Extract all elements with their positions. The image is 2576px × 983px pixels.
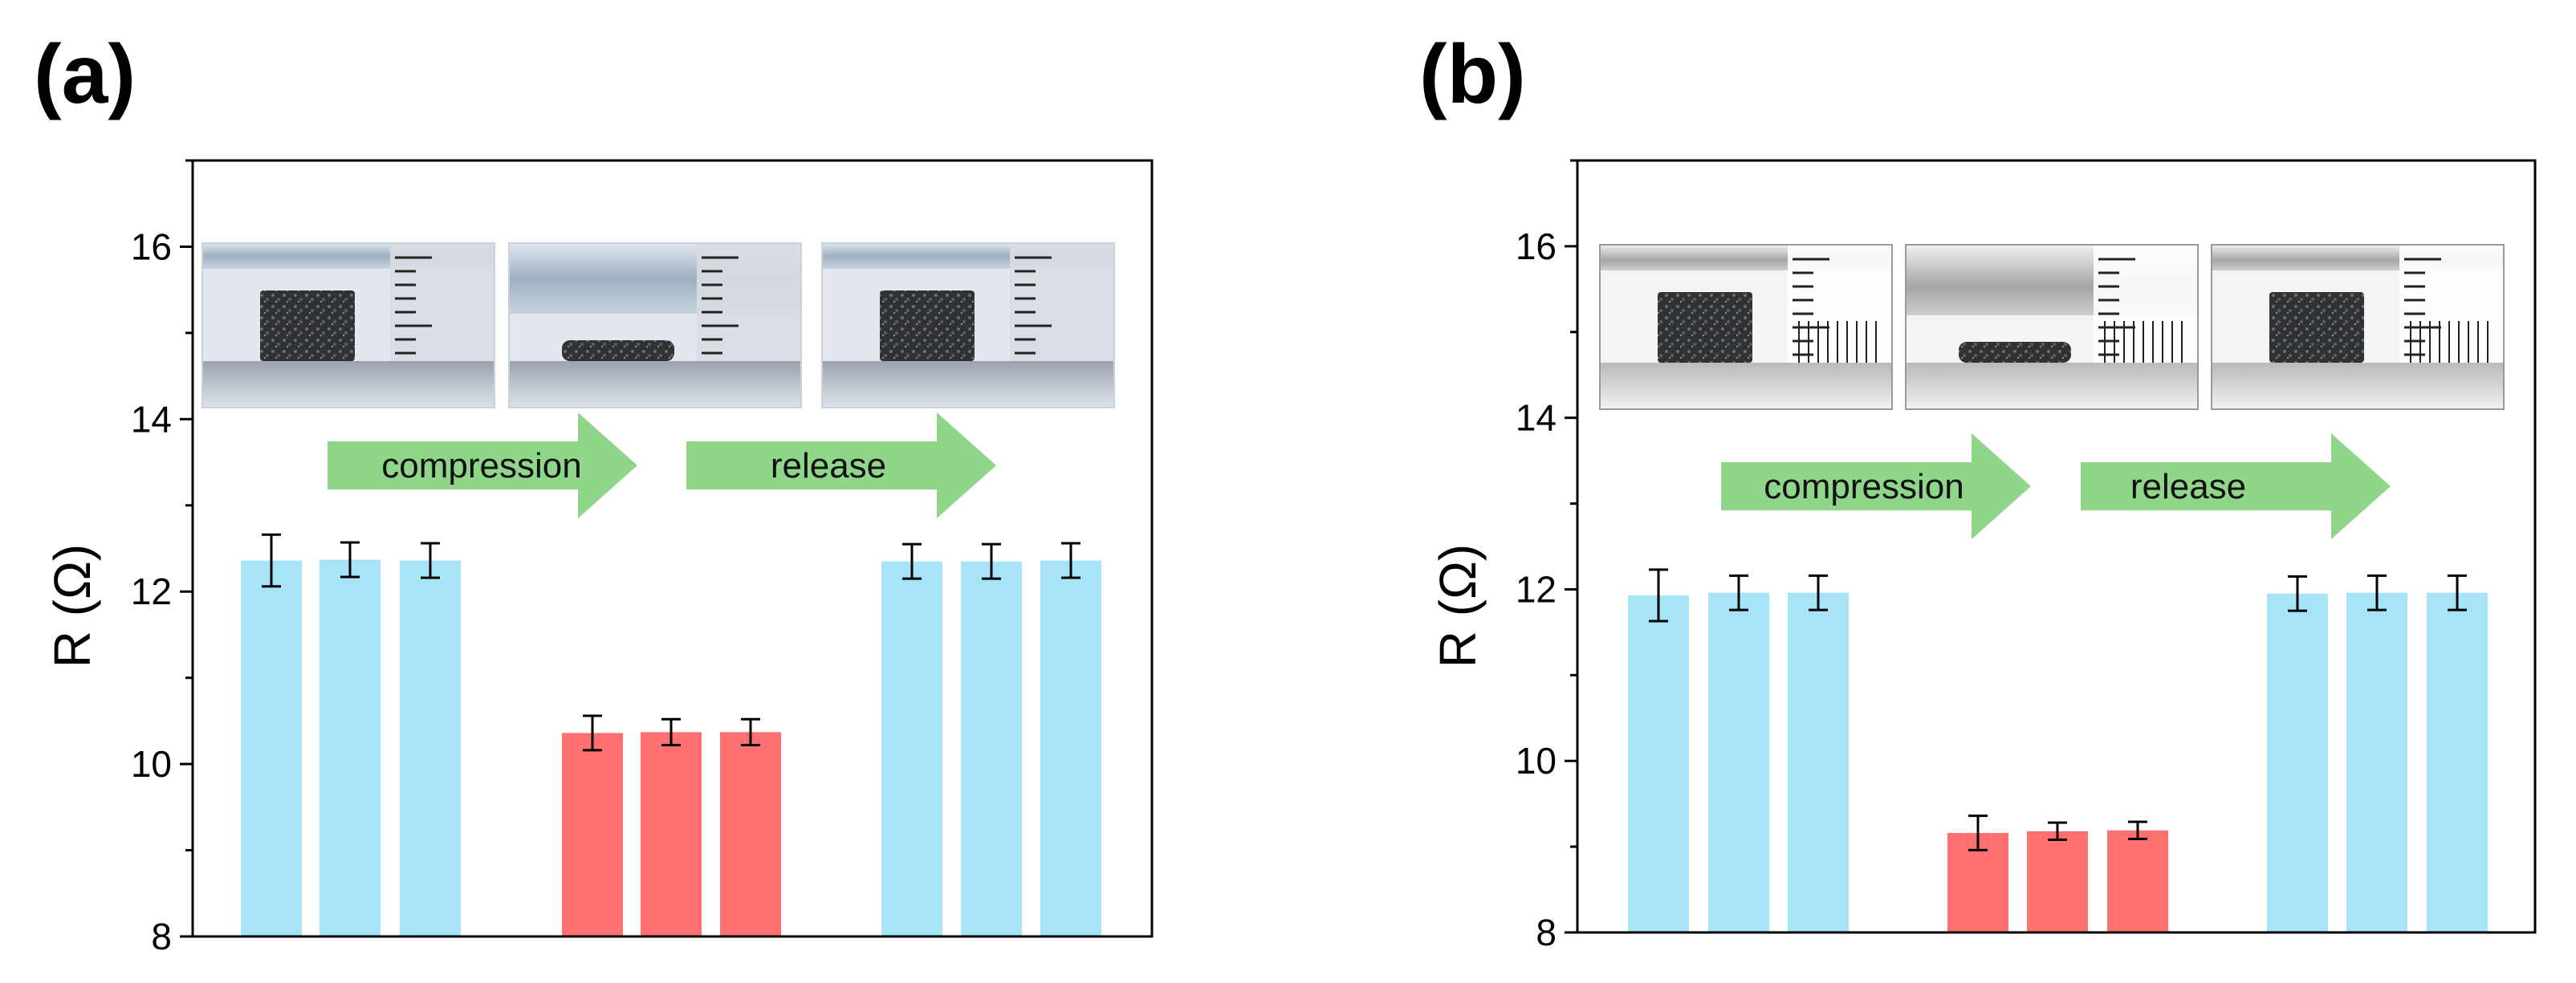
- photo-border: [508, 242, 802, 408]
- sample-photo: [201, 242, 495, 408]
- y-tick-label: 14: [131, 398, 172, 440]
- compressed-sample-photo: [508, 242, 802, 408]
- foam-sample: [562, 340, 674, 361]
- uncompressed-bar: [2427, 592, 2488, 932]
- uncompressed-bar: [1708, 592, 1769, 932]
- uncompressed-bar: [241, 560, 302, 936]
- y-tick-label: 10: [1516, 740, 1557, 782]
- uncompressed-bar: [319, 559, 380, 936]
- plot-frame: [1576, 159, 2537, 934]
- y-tick-label: 16: [131, 225, 172, 267]
- compressed-bar: [2027, 831, 2088, 932]
- panel-label: (b): [1419, 28, 1526, 121]
- uncompressed-bar: [400, 560, 461, 936]
- photo-border: [2211, 244, 2505, 410]
- uncompressed-bar: [961, 561, 1022, 936]
- photo-border: [201, 242, 495, 408]
- ruler: [2094, 245, 2198, 363]
- uncompressed-bar: [1628, 595, 1689, 932]
- release-label: release: [2130, 467, 2246, 506]
- compression-arrow: [1721, 433, 2031, 539]
- panel-label: (a): [34, 28, 136, 121]
- compressed-bar: [2107, 830, 2168, 932]
- sample-photo: [2211, 244, 2505, 410]
- y-axis-title: R (Ω): [1429, 544, 1487, 668]
- photo-floor: [1600, 363, 1892, 409]
- ruler: [697, 243, 801, 361]
- bars: [1628, 568, 2488, 932]
- uncompressed-bar: [1788, 592, 1849, 932]
- uncompressed-bar: [881, 561, 942, 936]
- y-tick-label: 10: [131, 743, 172, 785]
- photo-floor: [509, 361, 801, 408]
- compression-arrow: [328, 412, 637, 518]
- photo-floor: [2212, 363, 2504, 409]
- photo-border: [1599, 244, 1893, 410]
- sample-photo: [821, 242, 1115, 408]
- release-arrow: [2081, 433, 2391, 539]
- plot-frame: [191, 159, 1154, 938]
- compressed-bar: [641, 732, 702, 936]
- release-label: release: [771, 446, 886, 485]
- y-axis-ticks: 8 10 12 14 16: [1516, 159, 1577, 953]
- compressed-sample-photo: [1905, 244, 2199, 410]
- y-tick-label: 14: [1516, 397, 1557, 439]
- y-axis-ticks: 8 10 12 14 16: [131, 159, 193, 957]
- photo-border: [1905, 244, 2199, 410]
- foam-sample: [2269, 292, 2364, 363]
- photo-border: [821, 242, 1115, 408]
- foam-sample: [1959, 342, 2071, 363]
- ruler: [1010, 243, 1114, 361]
- y-axis-title: R (Ω): [43, 544, 101, 668]
- release-arrow: [686, 412, 996, 518]
- uncompressed-bar: [2346, 592, 2407, 932]
- foam-sample: [1658, 292, 1752, 363]
- uncompressed-bar: [1040, 560, 1101, 936]
- panel-b: (b) R (Ω) 8 10 12 14 16 compression release: [1419, 28, 2537, 953]
- inset-photos: [201, 242, 1115, 408]
- annotation-arrows: compression release: [1721, 433, 2391, 539]
- foam-sample: [260, 290, 355, 361]
- compression-label: compression: [1764, 467, 1964, 506]
- ruler: [2399, 245, 2504, 363]
- foam-sample: [880, 290, 975, 361]
- inset-photos: [1599, 244, 2505, 410]
- ruler: [1788, 245, 1892, 363]
- y-tick-label: 12: [131, 571, 172, 612]
- compressed-bar: [562, 733, 623, 936]
- y-tick-label: 8: [151, 916, 172, 957]
- compressed-bar: [720, 732, 781, 936]
- y-tick-label: 16: [1516, 225, 1557, 267]
- photo-floor: [822, 361, 1114, 408]
- y-tick-label: 8: [1536, 912, 1557, 953]
- photo-floor: [1906, 363, 2198, 409]
- panel-a: (a) R (Ω) 8 10 12 14 16 compression release: [34, 28, 1154, 957]
- annotation-arrows: compression release: [328, 412, 996, 518]
- compression-label: compression: [381, 446, 581, 485]
- bars: [241, 533, 1101, 936]
- photo-floor: [202, 361, 494, 408]
- sample-photo: [1599, 244, 1893, 410]
- uncompressed-bar: [2267, 593, 2328, 932]
- y-tick-label: 12: [1516, 568, 1557, 610]
- ruler: [390, 243, 494, 361]
